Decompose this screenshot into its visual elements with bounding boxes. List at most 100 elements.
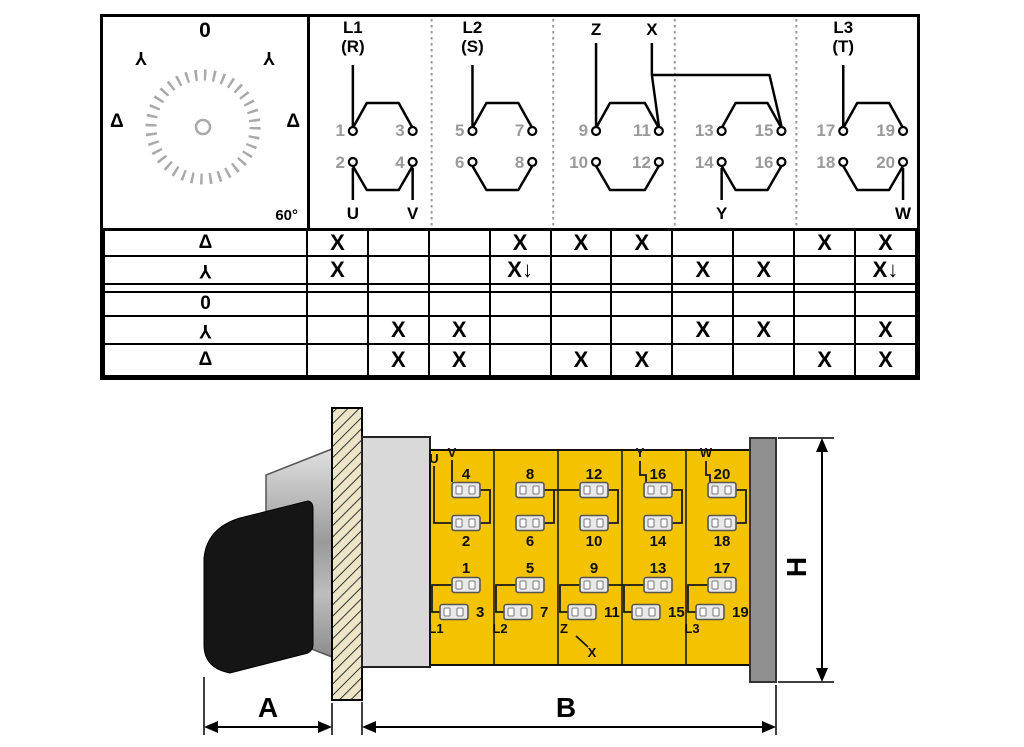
contact-cell bbox=[427, 228, 491, 257]
schematic-graphic: 1 3 5 7 9 11 13 15 17 19 2 4 6 8 10 12 bbox=[335, 18, 911, 227]
terminal-1-number: 1 bbox=[335, 121, 344, 140]
switching-table: Δ X X X X X X Y X X↓ X X bbox=[103, 228, 917, 377]
contact-cell bbox=[732, 228, 796, 257]
contact-cell: X bbox=[366, 342, 430, 377]
dial-position-delta-right: Δ bbox=[286, 111, 300, 132]
contact-cell bbox=[671, 290, 735, 317]
dial-step-angle: 60° bbox=[275, 207, 298, 224]
terminal-2-number: 2 bbox=[335, 153, 344, 172]
contact-cell bbox=[793, 282, 857, 293]
motor-z-label: Z bbox=[591, 20, 601, 39]
block-l2-label: L2 bbox=[492, 621, 507, 636]
contact-cell: X bbox=[427, 342, 491, 377]
contact-cell: X bbox=[549, 228, 613, 257]
contact-cell: X↓ bbox=[854, 254, 917, 285]
terminal-14-number: 14 bbox=[695, 153, 714, 172]
contact-cell bbox=[366, 290, 430, 317]
terminal-12-number: 12 bbox=[632, 153, 651, 172]
block-u-label: U bbox=[429, 451, 438, 466]
terminal-icon bbox=[579, 514, 609, 532]
block-terminal-3: 3 bbox=[476, 604, 484, 621]
block-terminal-13: 13 bbox=[650, 560, 667, 577]
terminal-icon bbox=[451, 576, 481, 594]
separator-row bbox=[103, 282, 917, 293]
dial-shaft bbox=[194, 118, 212, 136]
contact-cell: X bbox=[854, 314, 917, 345]
contact-cell: X bbox=[610, 342, 674, 377]
terminal-wiring bbox=[431, 460, 747, 648]
block-terminal-5: 5 bbox=[526, 560, 534, 577]
block-terminal-14: 14 bbox=[650, 533, 667, 550]
contact-cell: X bbox=[854, 228, 917, 257]
terminal-icon bbox=[707, 576, 737, 594]
contact-cell: X bbox=[793, 342, 857, 377]
switch-handle bbox=[203, 500, 314, 674]
terminal-18-number: 18 bbox=[816, 153, 835, 172]
block-terminal-18: 18 bbox=[714, 533, 731, 550]
phase-l3-label: L3 bbox=[833, 18, 853, 37]
dimension-extension-lines bbox=[203, 437, 834, 735]
dial-position-zero: 0 bbox=[199, 19, 211, 42]
contact-cell: X bbox=[793, 228, 857, 257]
terminal-20-number: 20 bbox=[876, 153, 895, 172]
terminal-icon bbox=[567, 603, 597, 621]
block-terminal-11: 11 bbox=[604, 604, 620, 621]
terminal-17-number: 17 bbox=[816, 121, 835, 140]
terminal-icon bbox=[631, 603, 661, 621]
contact-cell bbox=[306, 342, 369, 377]
block-terminal-12: 12 bbox=[586, 466, 603, 483]
terminal-10-number: 10 bbox=[569, 153, 588, 172]
group-separator-lines bbox=[430, 19, 798, 227]
terminal-icon bbox=[503, 603, 533, 621]
contact-wiring bbox=[351, 43, 905, 200]
block-terminal-16: 16 bbox=[650, 466, 667, 483]
dimension-a-label: A bbox=[258, 692, 278, 723]
contact-cell bbox=[488, 282, 552, 293]
contact-cell bbox=[366, 228, 430, 257]
block-terminal-10: 10 bbox=[586, 533, 603, 550]
contact-cell: X bbox=[671, 314, 735, 345]
terminal-icon bbox=[643, 514, 673, 532]
terminal-3-number: 3 bbox=[395, 121, 404, 140]
terminal-9-number: 9 bbox=[579, 121, 588, 140]
contact-cell bbox=[793, 290, 857, 317]
block-terminal-8: 8 bbox=[526, 466, 534, 483]
contact-cell: X bbox=[306, 228, 369, 257]
contact-cell bbox=[488, 342, 552, 377]
contact-cell bbox=[793, 254, 857, 285]
terminal-icon bbox=[707, 514, 737, 532]
contact-cell: X bbox=[427, 314, 491, 345]
contact-cell bbox=[306, 290, 369, 317]
contact-cell: X bbox=[549, 342, 613, 377]
block-terminal-2: 2 bbox=[462, 533, 470, 550]
block-y-label: Y bbox=[636, 445, 645, 460]
dial-position-star-left: Y bbox=[135, 48, 148, 68]
position-label: Y bbox=[103, 314, 308, 345]
terminal-icon bbox=[643, 576, 673, 594]
terminal-4-number: 4 bbox=[395, 153, 405, 172]
terminal-contacts bbox=[347, 125, 909, 168]
terminal-13-number: 13 bbox=[695, 121, 714, 140]
phase-r-label: (R) bbox=[341, 37, 365, 56]
block-terminal-15: 15 bbox=[668, 604, 685, 621]
contact-cell bbox=[488, 290, 552, 317]
dial-position-delta-left: Δ bbox=[110, 111, 124, 132]
terminal-icon bbox=[515, 514, 545, 532]
block-terminal-9: 9 bbox=[590, 560, 598, 577]
contact-cell bbox=[549, 254, 613, 285]
terminal-5-number: 5 bbox=[455, 121, 464, 140]
contact-cell: X bbox=[366, 314, 430, 345]
contact-cell bbox=[671, 282, 735, 293]
block-terminal-4: 4 bbox=[462, 466, 471, 483]
position-label: Δ bbox=[103, 228, 308, 257]
diagram-row: 0 Y Y Δ Δ 60° bbox=[103, 17, 917, 228]
block-terminal-17: 17 bbox=[714, 560, 731, 577]
terminal-icon bbox=[695, 603, 725, 621]
contact-cell bbox=[488, 314, 552, 345]
contact-schematic: 1 3 5 7 9 11 13 15 17 19 2 4 6 8 10 12 bbox=[310, 17, 917, 228]
contact-cell bbox=[732, 342, 796, 377]
position-label: Y bbox=[103, 254, 308, 285]
contact-cell bbox=[610, 282, 674, 293]
terminal-icon bbox=[515, 481, 545, 499]
motor-w-label: W bbox=[895, 204, 911, 223]
